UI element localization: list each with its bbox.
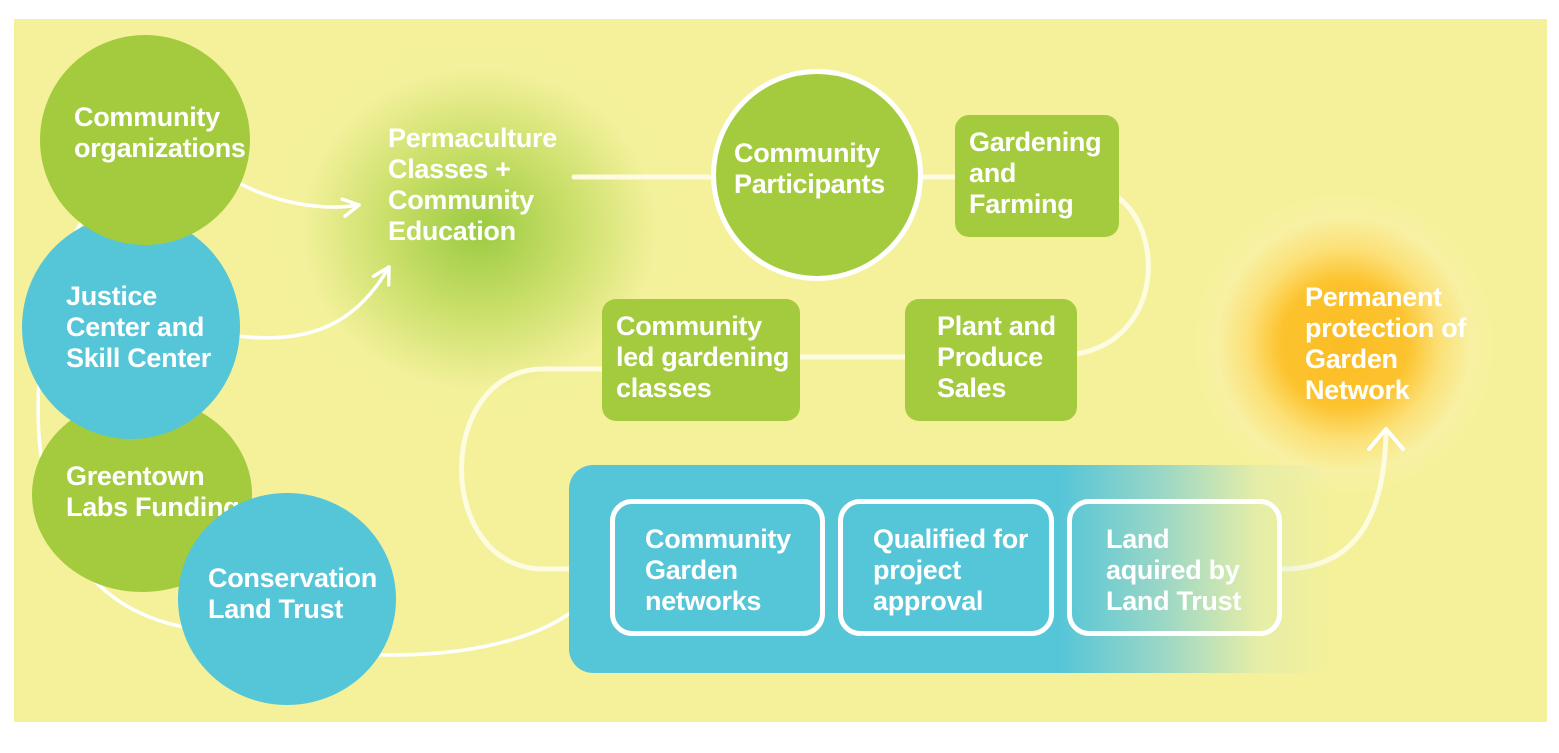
conservation-land-trust-circle: Conservation Land Trust bbox=[178, 493, 396, 705]
line-classes-networks bbox=[459, 366, 613, 572]
arrow-justice-permaculture bbox=[222, 265, 391, 340]
land-acquired-box: Land aquired by Land Trust bbox=[1067, 499, 1282, 636]
diagram-canvas: Greentown Labs Funding Justice Center an… bbox=[14, 19, 1547, 722]
permaculture-education-label: Permaculture Classes + Community Educati… bbox=[388, 123, 557, 246]
justice-center-label: Justice Center and Skill Center bbox=[66, 280, 211, 373]
conservation-land-trust-label: Conservation Land Trust bbox=[208, 563, 377, 624]
community-led-classes-box: Community led gardening classes bbox=[602, 299, 800, 421]
community-organizations-label: Community organizations bbox=[74, 102, 246, 163]
permanent-protection-label: Permanent protection of Garden Network bbox=[1305, 282, 1467, 405]
plant-produce-sales-box: Plant and Produce Sales bbox=[905, 299, 1077, 421]
line-gardening-sales bbox=[1073, 194, 1151, 357]
greentown-labs-funding-label: Greentown Labs Funding bbox=[66, 460, 240, 522]
community-organizations-circle: Community organizations bbox=[40, 35, 250, 245]
arrow-permanent-protection bbox=[1367, 427, 1405, 451]
community-participants-circle: Community Participants bbox=[711, 69, 923, 281]
community-garden-networks-box: Community Garden networks bbox=[610, 499, 825, 636]
justice-center-circle: Justice Center and Skill Center bbox=[22, 215, 240, 439]
arrow-orgs-permaculture bbox=[230, 177, 361, 219]
qualified-project-approval-box: Qualified for project approval bbox=[838, 499, 1054, 636]
community-participants-label: Community Participants bbox=[734, 138, 885, 199]
gardening-farming-box: Gardening and Farming bbox=[955, 115, 1119, 237]
